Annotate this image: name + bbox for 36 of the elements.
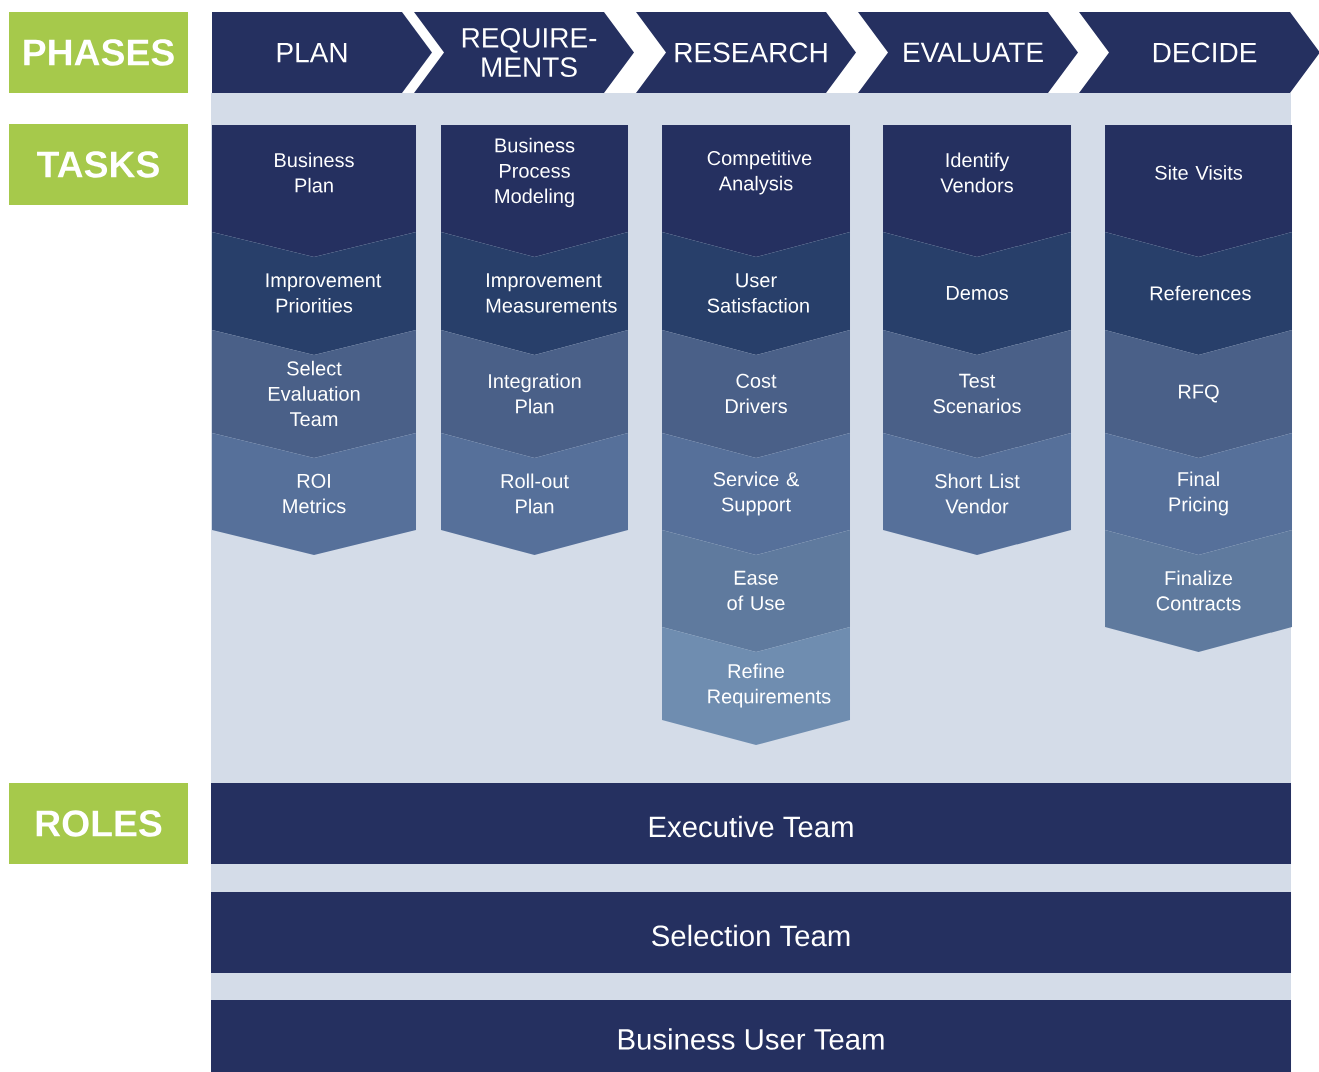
- task-panel: Improvement Priorities: [212, 232, 416, 355]
- task-panel: Final Pricing: [1105, 433, 1292, 555]
- phase-banner: PLAN: [212, 12, 432, 93]
- node-label: REQUIRE- MENTS: [462, 27, 597, 78]
- role-bar: Executive Team: [211, 783, 1291, 864]
- task-panel: Short List Vendor: [883, 433, 1071, 555]
- section-label: TASKS: [9, 124, 188, 205]
- section-label: PHASES: [9, 12, 188, 93]
- phase-banner: RESEARCH: [636, 12, 856, 93]
- task-panel: References: [1105, 232, 1292, 355]
- node-label: PLAN: [277, 42, 347, 63]
- task-panel: Roll-out Plan: [441, 433, 628, 555]
- task-panel: Demos: [883, 232, 1071, 355]
- section-label: ROLES: [9, 783, 188, 864]
- task-panel: ROI Metrics: [212, 433, 416, 555]
- phase-banner: DECIDE: [1079, 12, 1319, 93]
- role-bar: Selection Team: [211, 892, 1291, 973]
- task-panel: Business Plan: [212, 125, 416, 257]
- task-panel: Service & Support: [662, 433, 850, 555]
- task-panel: Ease of Use: [662, 530, 850, 652]
- task-panel: Site Visits: [1105, 125, 1292, 257]
- task-panel: Select Evaluation Team: [212, 330, 416, 458]
- phase-banner: REQUIRE- MENTS: [414, 12, 634, 93]
- phase-banner: EVALUATE: [858, 12, 1078, 93]
- task-panel: Identify Vendors: [883, 125, 1071, 257]
- role-bar: Business User Team: [211, 1000, 1291, 1072]
- task-panel: RFQ: [1105, 330, 1292, 458]
- task-panel: Improvement Measurements: [441, 232, 628, 355]
- task-panel: Business Process Modeling: [441, 125, 628, 257]
- task-panel: Test Scenarios: [883, 330, 1071, 458]
- task-panel: Competitive Analysis: [662, 125, 850, 257]
- task-panel: Cost Drivers: [662, 330, 850, 458]
- task-panel: Integration Plan: [441, 330, 628, 458]
- task-panel: Finalize Contracts: [1105, 530, 1292, 652]
- task-panel: User Satisfaction: [662, 232, 850, 355]
- task-panel: Refine Requirements: [662, 627, 850, 745]
